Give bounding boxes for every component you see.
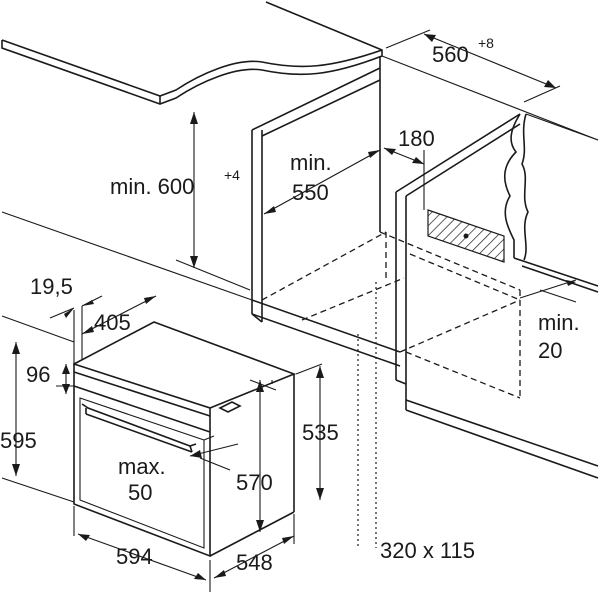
cabinet — [1, 55, 599, 503]
label-depth-548: 548 — [236, 550, 273, 575]
label-height-min-600: min. 600 — [110, 174, 194, 199]
label-depth-min: min. — [290, 150, 332, 175]
label-height-570: 570 — [236, 470, 273, 495]
oven — [73, 321, 297, 558]
cutout-dashed-lines — [261, 231, 521, 399]
label-depth-405: 405 — [94, 310, 131, 335]
label-cutout-320x115: 320 x 115 — [380, 538, 475, 563]
label-depth-550: 550 — [292, 180, 329, 205]
label-offset-19-5: 19,5 — [30, 274, 73, 299]
label-width-594: 594 — [116, 544, 153, 569]
label-handle-50: 50 — [128, 480, 152, 505]
label-handle-max: max. — [118, 454, 166, 479]
label-height-535: 535 — [302, 420, 339, 445]
dimension-labels: 560 +8 min. 600 +4 min. 550 180 min. 20 … — [0, 35, 580, 575]
vent-cutout — [427, 209, 505, 263]
label-panel-96: 96 — [26, 362, 50, 387]
label-vent-180: 180 — [398, 126, 435, 151]
label-gap-20: 20 — [538, 338, 562, 363]
worktop — [1, 1, 383, 105]
dimension-lines — [12, 29, 577, 592]
label-height-595: 595 — [0, 428, 37, 453]
label-width-560: 560 — [432, 42, 469, 67]
label-gap-min: min. — [538, 310, 580, 335]
label-width-tolerance: +8 — [478, 35, 494, 51]
label-height-tolerance: +4 — [224, 167, 240, 183]
